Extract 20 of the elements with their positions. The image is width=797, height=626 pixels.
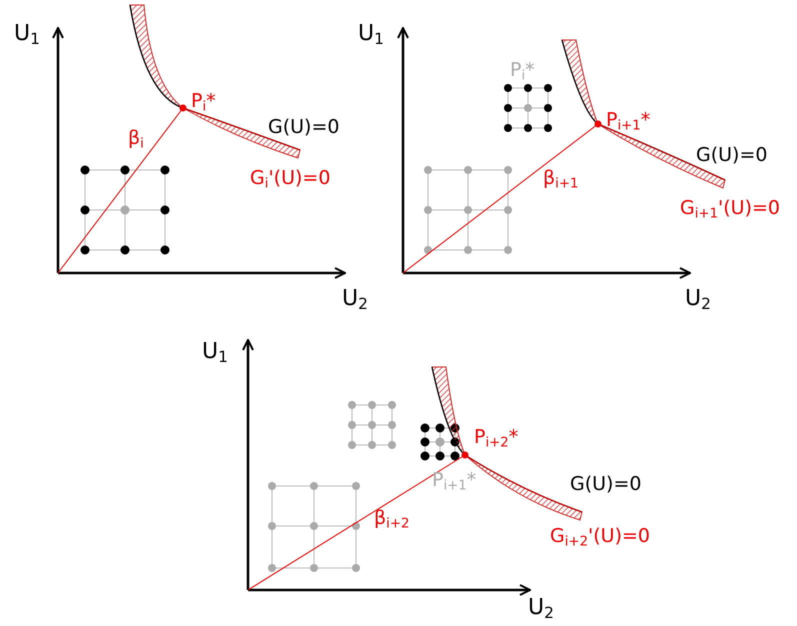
point-label: P$_{i+2}$* — [474, 427, 518, 451]
axis-label: U$_{2}$ — [342, 287, 368, 313]
curve-label: G(U)=0 — [268, 117, 340, 138]
point-label: P$_{i+1}$* — [606, 110, 650, 134]
axis-label: U$_{1}$ — [358, 22, 384, 48]
axis-label: U$_{2}$ — [685, 287, 711, 313]
axis-label: U$_{1}$ — [202, 340, 228, 366]
curve-label: G(U)=0 — [570, 474, 642, 495]
point-label: P$_{i+1}$* — [432, 470, 476, 494]
axis-label: U$_{2}$ — [528, 596, 554, 622]
curve-label: G$_{i+2}$'(U)=0 — [550, 526, 650, 550]
curve-label: G$_{i+1}$'(U)=0 — [680, 198, 780, 222]
index-label: β$_{i+2}$ — [374, 508, 410, 532]
point-label: P$_{i}$* — [510, 60, 535, 84]
index-label: β$_{i}$ — [128, 128, 144, 152]
curve-label: G(U)=0 — [696, 145, 768, 166]
point-label: P$_{i}$* — [191, 91, 216, 115]
curve-label: G$_{i}$'(U)=0 — [250, 168, 330, 192]
axis-label: U$_{1}$ — [14, 22, 40, 48]
index-label: β$_{i+1}$ — [543, 168, 578, 192]
